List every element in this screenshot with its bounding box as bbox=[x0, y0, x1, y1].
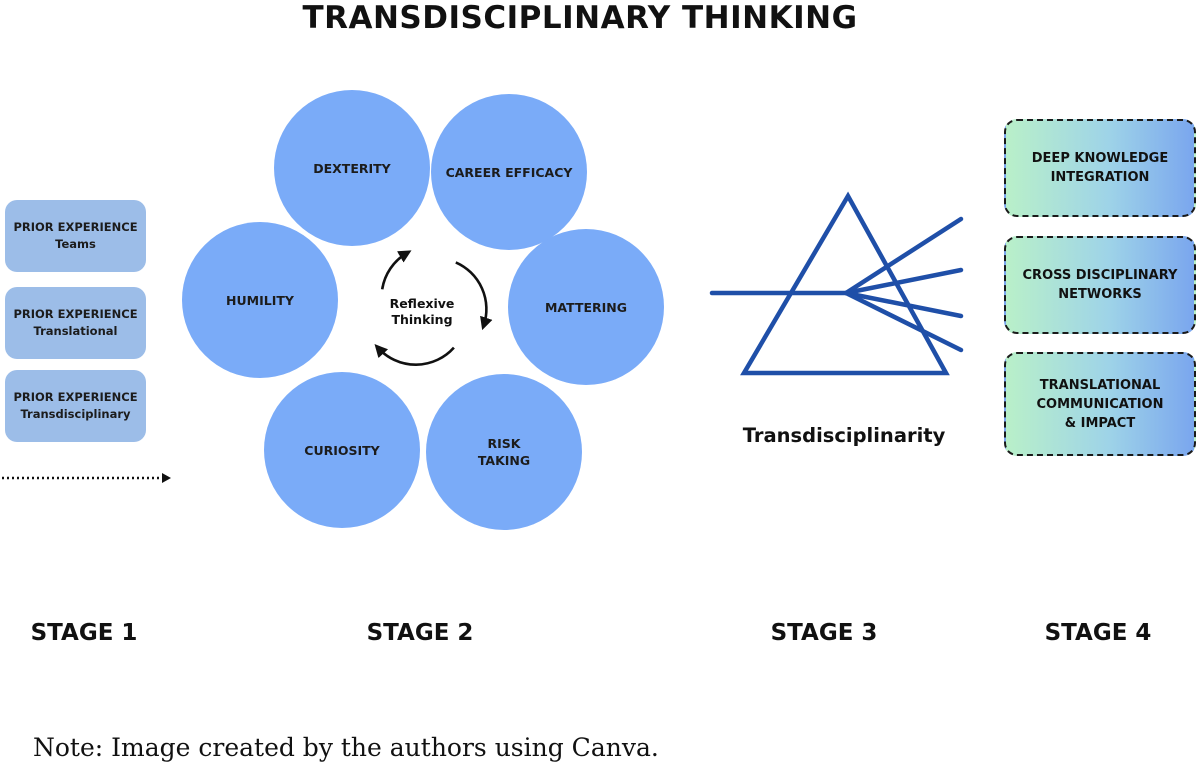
prior-experience-teams-box: PRIOR EXPERIENCE Teams bbox=[5, 200, 146, 272]
stage-2-label: STAGE 2 bbox=[366, 620, 474, 646]
prior-experience-transdisciplinary-box: PRIOR EXPERIENCE Transdisciplinary bbox=[5, 370, 146, 442]
circle-risk-taking: RISK TAKING bbox=[426, 374, 582, 530]
transdisciplinarity-label: Transdisciplinarity bbox=[742, 424, 946, 447]
stage-3-label: STAGE 3 bbox=[770, 620, 878, 646]
figure-note: Note: Image created by the authors using… bbox=[33, 733, 659, 762]
circle-curiosity: CURIOSITY bbox=[264, 372, 420, 528]
prior-experience-translational-box: PRIOR EXPERIENCE Translational bbox=[5, 287, 146, 359]
stage-1-label: STAGE 1 bbox=[30, 620, 138, 646]
cycle-arrows-icon bbox=[374, 250, 493, 366]
dotted-arrow bbox=[2, 473, 171, 483]
circle-dexterity: DEXTERITY bbox=[274, 90, 430, 246]
reflexive-thinking-label: Reflexive Thinking bbox=[389, 296, 455, 327]
circle-humility: HUMILITY bbox=[182, 222, 338, 378]
circle-mattering: MATTERING bbox=[508, 229, 664, 385]
box-subtitle: Translational bbox=[33, 324, 118, 338]
outcome-cross-disciplinary-networks: CROSS DISCIPLINARY NETWORKS bbox=[1004, 236, 1196, 334]
outcome-deep-knowledge-integration: DEEP KNOWLEDGE INTEGRATION bbox=[1004, 119, 1196, 217]
circle-career-efficacy: CAREER EFFICACY bbox=[431, 94, 587, 250]
diagram-title: TRANSDISCIPLINARY THINKING bbox=[302, 0, 858, 36]
stage-4-label: STAGE 4 bbox=[1044, 620, 1152, 646]
box-heading: PRIOR EXPERIENCE bbox=[13, 307, 138, 321]
box-subtitle: Teams bbox=[55, 237, 96, 251]
prism-icon bbox=[709, 191, 964, 376]
box-subtitle: Transdisciplinary bbox=[20, 407, 131, 421]
box-heading: PRIOR EXPERIENCE bbox=[13, 390, 138, 404]
box-heading: PRIOR EXPERIENCE bbox=[13, 220, 138, 234]
outcome-translational-communication: TRANSLATIONAL COMMUNICATION & IMPACT bbox=[1004, 352, 1196, 456]
